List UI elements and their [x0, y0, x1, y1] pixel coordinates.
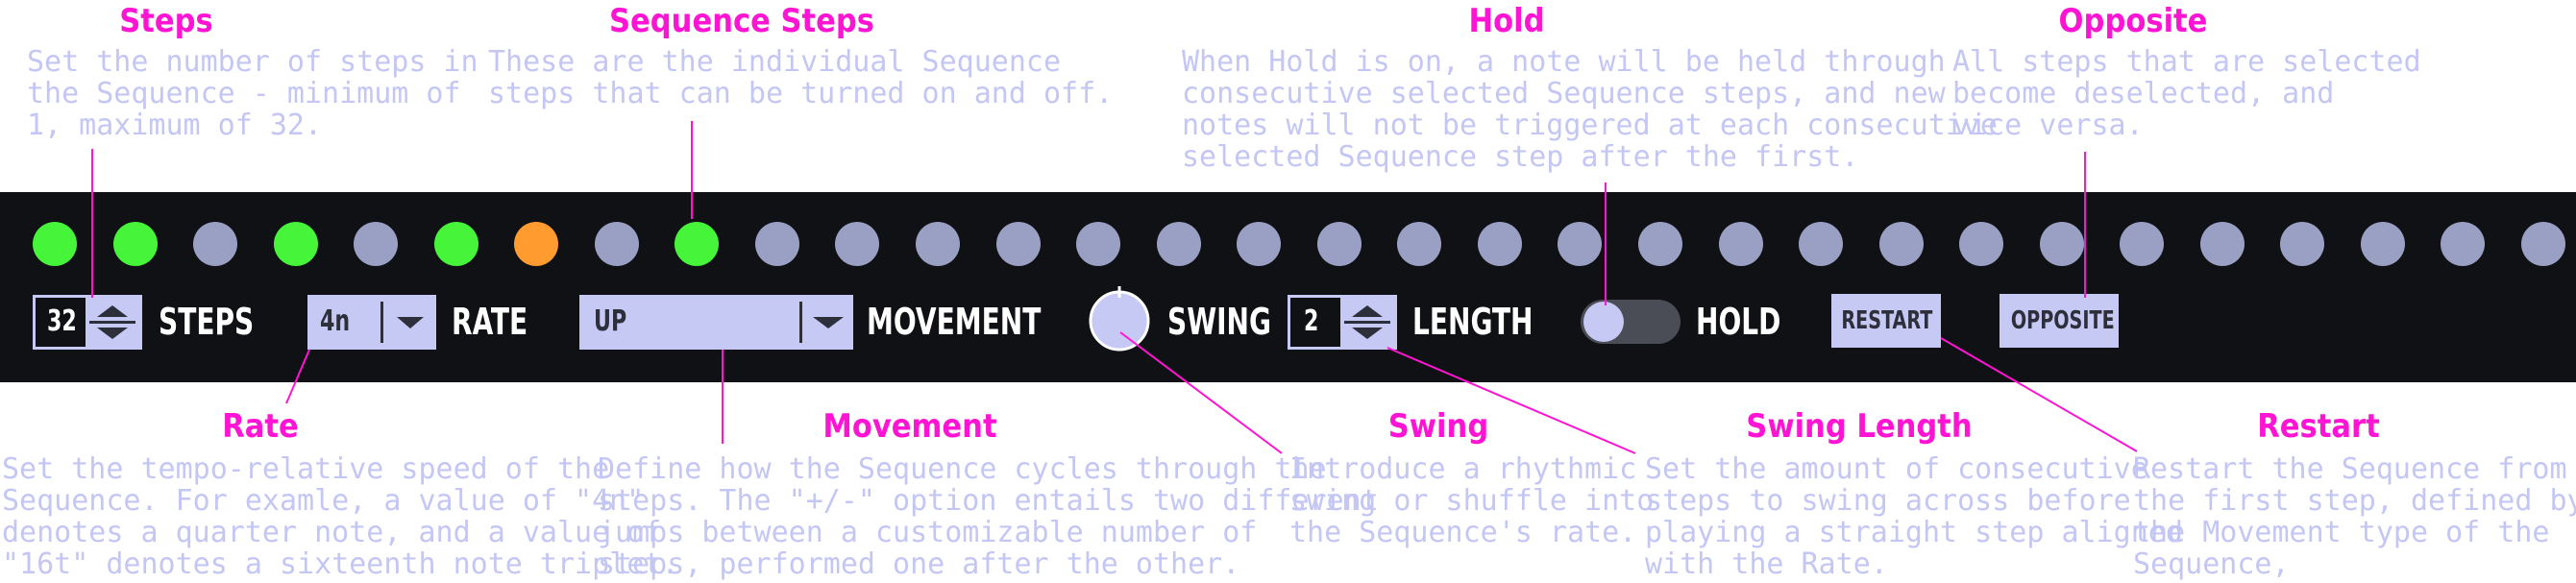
- sequence-step[interactable]: [1799, 222, 1843, 266]
- sequence-step[interactable]: [1237, 222, 1281, 266]
- sequence-step[interactable]: [1157, 222, 1201, 266]
- swing-length-leader: [1386, 347, 1636, 454]
- swing-knob[interactable]: [1081, 280, 1158, 357]
- steps-title: Steps: [119, 2, 213, 40]
- steps-value: 32: [47, 304, 77, 338]
- sequence-step[interactable]: [2040, 222, 2084, 266]
- sequence-step[interactable]: [2120, 222, 2164, 266]
- sequence-step[interactable]: [193, 222, 237, 266]
- hold-description: When Hold is on, a note will be held thr…: [1182, 45, 1998, 174]
- sequence-step[interactable]: [2280, 222, 2324, 266]
- opposite-title: Opposite: [2058, 2, 2208, 40]
- sequence-step[interactable]: [113, 222, 158, 266]
- hold-title: Hold: [1468, 2, 1545, 40]
- swing-description: Introduce a rhythmic swing or shuffle in…: [1289, 452, 1655, 549]
- sequence-step[interactable]: [354, 222, 398, 266]
- hold-label: HOLD: [1696, 301, 1781, 343]
- sequence-step[interactable]: [2200, 222, 2245, 266]
- up-down-arrows-icon: [1344, 305, 1390, 339]
- rate-title: Rate: [222, 407, 299, 446]
- restart-title: Restart: [2257, 407, 2380, 446]
- sequence-step[interactable]: [1076, 222, 1120, 266]
- restart-button[interactable]: RESTART: [1831, 294, 1941, 348]
- restart-leader: [1940, 337, 2138, 452]
- sequence-step[interactable]: [1397, 222, 1441, 266]
- sequence-step[interactable]: [1317, 222, 1362, 266]
- movement-label: MOVEMENT: [867, 301, 1042, 343]
- sequence-steps-title: Sequence Steps: [608, 2, 875, 40]
- rate-dropdown[interactable]: 4n: [307, 295, 436, 350]
- sequence-step[interactable]: [514, 222, 558, 266]
- chevron-down-icon: [813, 317, 844, 328]
- length-label: LENGTH: [1412, 301, 1533, 343]
- sequence-step[interactable]: [595, 222, 639, 266]
- rate-value: 4n: [320, 304, 351, 338]
- sequence-step[interactable]: [1959, 222, 2003, 266]
- sequence-step[interactable]: [916, 222, 960, 266]
- swing-length-description: Set the amount of consecutive steps to s…: [1645, 452, 2183, 581]
- movement-description: Define how the Sequence cycles through t…: [598, 452, 1379, 581]
- steps-stepper-buttons[interactable]: [86, 298, 139, 347]
- chevron-down-icon: [397, 317, 424, 328]
- sequence-step[interactable]: [1719, 222, 1763, 266]
- movement-value: UP: [594, 304, 627, 338]
- steps-stepper[interactable]: 32: [33, 295, 142, 350]
- sequence-step[interactable]: [1879, 222, 1924, 266]
- length-value: 2: [1304, 304, 1319, 338]
- opposite-description: All steps that are selected become desel…: [1952, 45, 2421, 142]
- rate-label: RATE: [452, 301, 528, 343]
- rate-description: Set the tempo-relative speed of the Sequ…: [2, 452, 679, 581]
- sequence-step[interactable]: [33, 222, 77, 266]
- swing-length-title: Swing Length: [1746, 407, 1973, 446]
- movement-dropdown[interactable]: UP: [579, 295, 853, 350]
- up-down-arrows-icon: [89, 305, 135, 339]
- hold-toggle[interactable]: [1581, 300, 1681, 344]
- sequence-step[interactable]: [675, 222, 719, 266]
- sequence-step[interactable]: [1558, 222, 1602, 266]
- sequence-step[interactable]: [274, 222, 318, 266]
- sequence-step[interactable]: [2441, 222, 2485, 266]
- sequence-step[interactable]: [996, 222, 1041, 266]
- sequence-step[interactable]: [1478, 222, 1522, 266]
- restart-description: Restart the Sequence from the first step…: [2133, 452, 2576, 581]
- movement-title: Movement: [822, 407, 997, 446]
- sequence-step[interactable]: [434, 222, 478, 266]
- sequence-step[interactable]: [835, 222, 879, 266]
- opposite-button[interactable]: OPPOSITE: [1999, 294, 2119, 348]
- length-stepper[interactable]: 2: [1288, 295, 1397, 350]
- swing-label: SWING: [1167, 301, 1272, 343]
- steps-label: STEPS: [159, 301, 255, 343]
- sequence-step[interactable]: [1638, 222, 1682, 266]
- sequence-step[interactable]: [2521, 222, 2565, 266]
- swing-leader: [1119, 331, 1283, 454]
- rate-leader: [285, 349, 310, 404]
- length-stepper-buttons[interactable]: [1340, 298, 1394, 347]
- sequence-step[interactable]: [755, 222, 799, 266]
- hold-toggle-knob: [1583, 302, 1624, 342]
- swing-title: Swing: [1387, 407, 1489, 446]
- steps-description: Set the number of steps in the Sequence …: [27, 45, 478, 142]
- sequence-steps-description: These are the individual Sequence steps …: [488, 45, 1114, 110]
- sequence-step[interactable]: [2361, 222, 2405, 266]
